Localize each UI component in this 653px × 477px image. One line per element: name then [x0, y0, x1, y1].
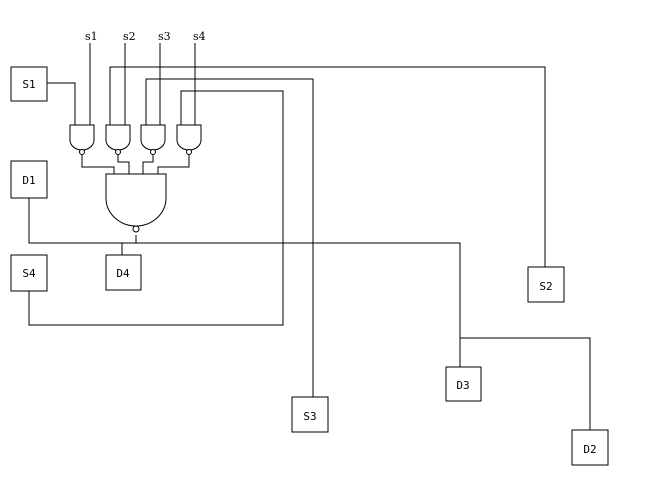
wire-s2-loop: [109, 66, 546, 267]
wire-s1-box-to-gate1: [47, 82, 76, 125]
box-label-S4: S4: [22, 267, 36, 280]
box-D2: D2: [571, 429, 609, 466]
inversion-bubble-2: [115, 149, 121, 155]
nand-gate-2: [105, 124, 131, 155]
box-label-D4: D4: [116, 267, 130, 280]
wire-s3-loop: [145, 78, 314, 397]
wire-gate2-out: [117, 155, 130, 174]
nand-gate-3: [140, 124, 166, 155]
nand-gate-main: [105, 173, 167, 233]
wire-s4-loop: [28, 90, 284, 326]
wire-d1-to-d3: [28, 198, 461, 367]
box-label-D2: D2: [583, 443, 596, 456]
wire-branch-to-d2: [460, 337, 591, 430]
wire-nand-out-to-d4: [121, 235, 137, 255]
nand-gate-4: [176, 124, 202, 155]
box-label-S2: S2: [539, 280, 552, 293]
inversion-bubble-main: [132, 225, 140, 233]
box-label-S1: S1: [22, 78, 35, 91]
box-S4: S4: [10, 254, 48, 292]
wire-gate4-out: [157, 155, 190, 174]
wire-gate1-out: [81, 155, 115, 174]
signal-label-s1: s1: [85, 30, 98, 43]
box-label-D1: D1: [22, 174, 35, 187]
box-D3: D3: [445, 366, 482, 402]
nand-gate-1: [69, 124, 95, 155]
inversion-bubble-4: [186, 149, 192, 155]
signal-label-s2: s2: [123, 30, 136, 43]
box-label-S3: S3: [303, 410, 316, 423]
wire-gate3-out: [142, 155, 154, 174]
box-D4: D4: [105, 254, 142, 291]
box-S1: S1: [10, 66, 48, 102]
box-S2: S2: [527, 266, 565, 303]
box-S3: S3: [291, 396, 329, 433]
box-label-D3: D3: [456, 379, 469, 392]
wires: [28, 43, 591, 430]
inversion-bubble-1: [79, 149, 85, 155]
signal-label-s4: s4: [193, 30, 206, 43]
inversion-bubble-3: [150, 149, 156, 155]
box-D1: D1: [10, 160, 48, 199]
signal-label-s3: s3: [158, 30, 171, 43]
